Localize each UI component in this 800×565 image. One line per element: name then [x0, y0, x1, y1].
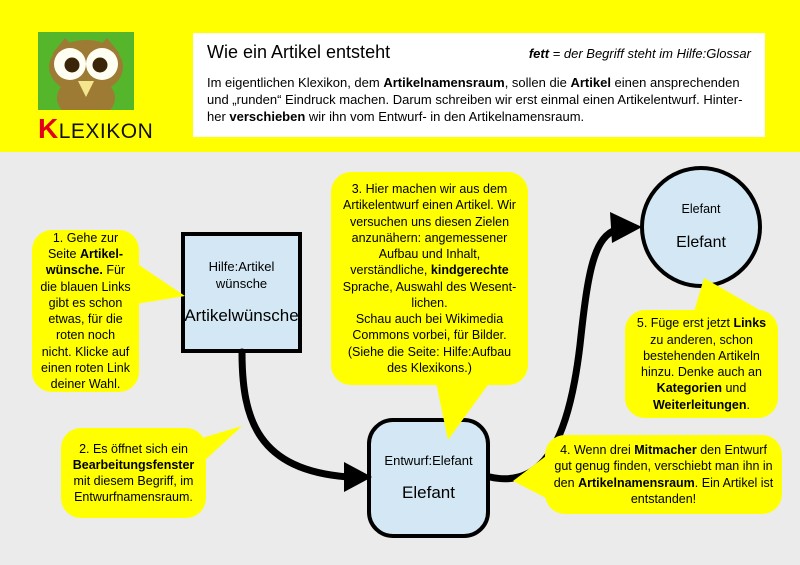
brand-rest: LEXIKON — [58, 120, 154, 143]
bubble-step-2: 2. Es öffnet sich ein Bearbeitungs­fenst… — [61, 428, 206, 518]
klexikon-logo: KLEXIKON — [38, 32, 153, 145]
brand-k: K — [38, 113, 59, 144]
node-namespace-title: Hilfe:Artikel wünsche — [208, 259, 275, 291]
header-box: Wie ein Artikel entsteht fett = der Begr… — [193, 33, 765, 137]
node-page-label: Elefant — [676, 233, 726, 251]
header-band: KLEXIKON Wie ein Artikel entsteht fett =… — [0, 0, 800, 152]
node-namespace-title: Entwurf:Elefant — [384, 452, 473, 468]
bubble-1-tail — [136, 263, 185, 304]
bubble-step-3-text: 3. Hier machen wir aus dem Artikelentwur… — [342, 182, 517, 375]
arrow-draft-to-article-head — [610, 212, 642, 243]
glossary-legend: fett = der Begriff steht im Hilfe:Glossa… — [528, 46, 751, 61]
node-namespace-title: Elefant — [681, 202, 721, 217]
bubble-step-1: 1. Gehe zur Seite Artikel­wünsche. Für d… — [32, 230, 139, 392]
bubble-step-5-text: 5. Füge erst jetzt Links zu anderen, sch… — [636, 316, 767, 412]
page-title: Wie ein Artikel entsteht — [207, 42, 391, 62]
bubble-step-3: 3. Hier machen wir aus dem Artikelentwur… — [331, 172, 528, 385]
brand-wordmark: KLEXIKON — [38, 113, 153, 145]
bubble-step-5: 5. Füge erst jetzt Links zu anderen, sch… — [625, 310, 778, 418]
node-entwurf-elefant: Entwurf:Elefant Elefant — [367, 418, 490, 538]
bubble-step-4: 4. Wenn drei Mitmacher den Entwurf gut g… — [545, 435, 782, 514]
node-artikel-elefant: Elefant Elefant — [640, 166, 762, 288]
bubble-step-1-text: 1. Gehe zur Seite Artikel­wünsche. Für d… — [40, 230, 131, 391]
node-page-label: Artikelwünsche — [184, 305, 299, 325]
node-artikelwuensche: Hilfe:Artikel wünsche Artikelwünsche — [181, 232, 302, 353]
bubble-step-2-text: 2. Es öffnet sich ein Bearbeitungs­fenst… — [72, 441, 195, 505]
intro-text: Im eigentlichen Klexikon, dem Artikelnam… — [207, 75, 743, 125]
bubble-4-tail — [513, 456, 546, 498]
bubble-step-4-text: 4. Wenn drei Mitmacher den Entwurf gut g… — [553, 443, 774, 506]
owl-icon — [38, 32, 134, 110]
node-page-label: Elefant — [402, 483, 455, 503]
